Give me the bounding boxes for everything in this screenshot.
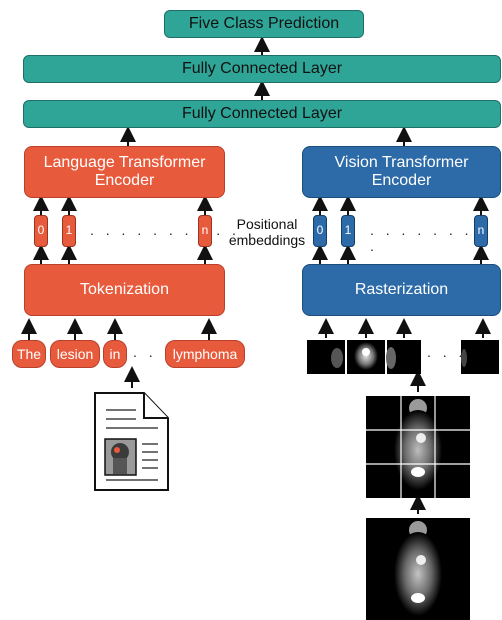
positional-embeddings-label: Positional embeddings: [222, 216, 312, 248]
embedding-index: 1: [65, 223, 73, 238]
tokenization-box: Tokenization: [24, 264, 225, 316]
vision-embedding-1: 1: [341, 215, 355, 247]
token-lymphoma: lymphoma: [165, 340, 245, 368]
vision-embedding-n: n: [474, 215, 488, 247]
language-embedding-0: 0: [34, 215, 48, 247]
embedding-index: 0: [316, 223, 324, 238]
vision-embedding-0: 0: [313, 215, 327, 247]
embedding-index: 1: [344, 223, 352, 238]
language-encoder-line2: Encoder: [94, 172, 155, 189]
vision-transformer-encoder: Vision Transformer Encoder: [302, 146, 501, 198]
fully-connected-layer-lower: Fully Connected Layer: [23, 100, 501, 128]
embedding-index: 0: [37, 223, 45, 238]
fc-upper-label: Fully Connected Layer: [181, 59, 343, 77]
language-transformer-encoder: Language Transformer Encoder: [24, 146, 225, 198]
patch-dots: . . .: [427, 344, 467, 360]
token-text: lesion: [56, 345, 94, 362]
tokenization-label: Tokenization: [80, 280, 169, 298]
vision-encoder-line2: Encoder: [371, 172, 432, 189]
token-text: The: [16, 345, 42, 362]
prediction-label: Five Class Prediction: [188, 14, 340, 32]
positional-line2: embeddings: [228, 232, 306, 249]
embedding-index: n: [201, 223, 209, 238]
language-embedding-n: n: [198, 215, 212, 247]
rasterization-label: Rasterization: [354, 280, 449, 298]
document-icon: [94, 392, 169, 491]
full-body-scan-image: [366, 518, 470, 620]
token-lesion: lesion: [50, 340, 100, 368]
token-text: lymphoma: [172, 345, 238, 362]
language-embedding-1: 1: [62, 215, 76, 247]
token-dots: . . .: [133, 344, 173, 360]
vision-encoder-line1: Vision Transformer: [334, 153, 469, 171]
token-in: in: [103, 340, 127, 368]
embedding-index: n: [477, 223, 485, 238]
rasterization-box: Rasterization: [302, 264, 501, 316]
vision-embedding-dots: . . . . . . . . .: [370, 222, 489, 254]
language-encoder-line1: Language Transformer: [43, 153, 206, 171]
fc-lower-label: Fully Connected Layer: [181, 104, 343, 122]
five-class-prediction-box: Five Class Prediction: [164, 10, 364, 38]
fully-connected-layer-upper: Fully Connected Layer: [23, 55, 501, 83]
token-text: in: [109, 345, 121, 362]
positional-line1: Positional: [236, 216, 298, 232]
gridded-scan-image: [366, 396, 470, 498]
token-the: The: [12, 340, 46, 368]
image-patches: [307, 340, 499, 374]
patch-n: [461, 340, 499, 374]
